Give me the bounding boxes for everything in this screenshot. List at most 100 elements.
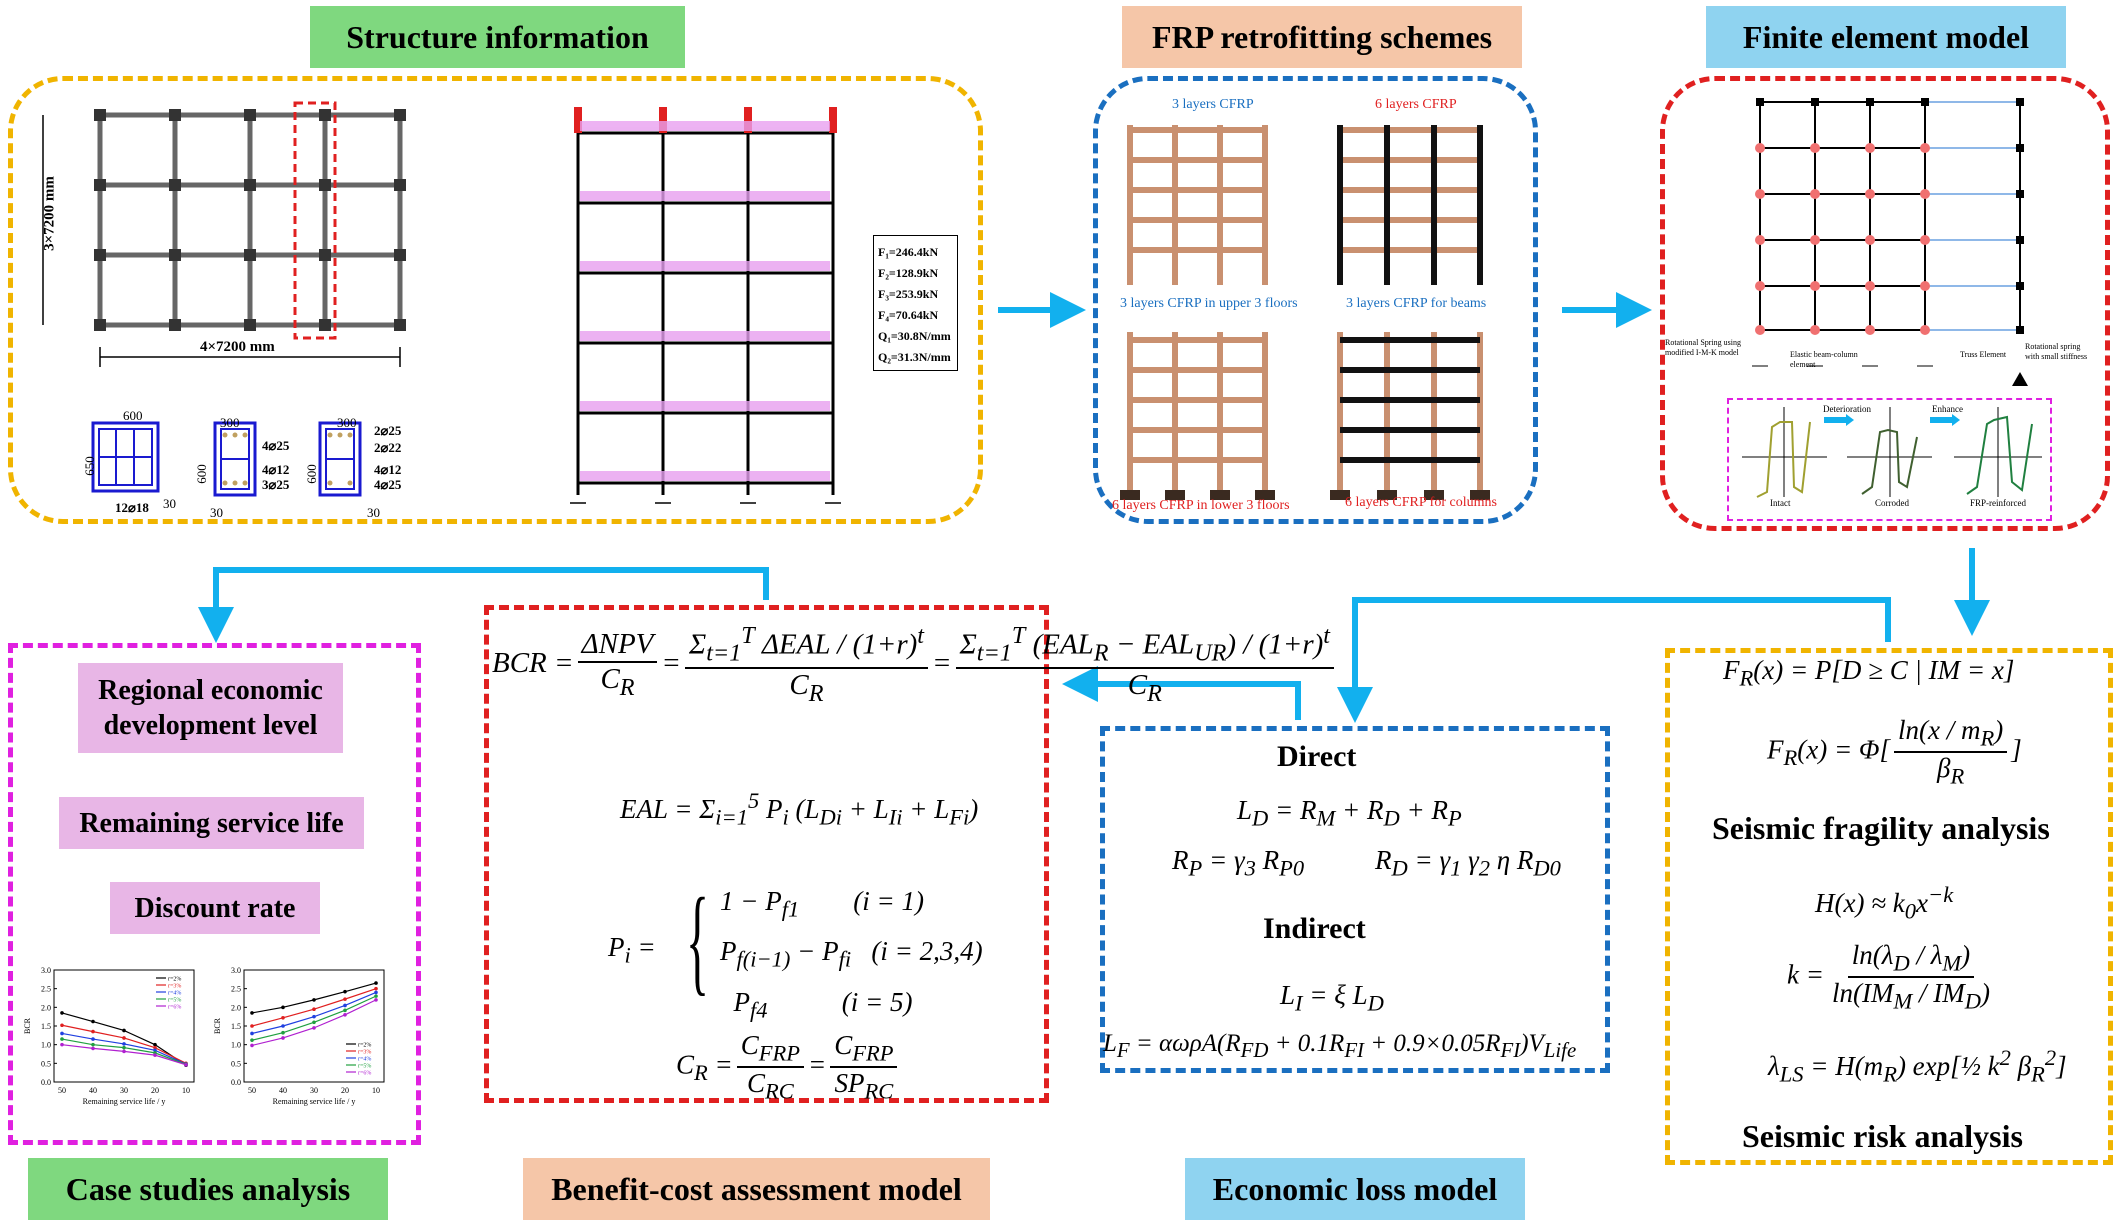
legend-label: r=6% — [358, 1071, 371, 1077]
legend-label: r=3% — [168, 984, 181, 990]
legend-label: r=2% — [358, 1043, 371, 1049]
x-tick-label: 30 — [120, 1086, 128, 1095]
plan-dimension-vertical: 3×7200 mm — [41, 176, 58, 251]
y-tick-label: 2.5 — [231, 985, 241, 994]
data-point — [281, 1036, 285, 1040]
sec3-cover: 30 — [367, 505, 380, 520]
header-case-studies-analysis: Case studies analysis — [28, 1158, 388, 1220]
label-intact: Intact — [1770, 498, 1791, 508]
x-tick-label: 50 — [248, 1086, 256, 1095]
y-tick-label: 3.0 — [41, 966, 51, 975]
k-equation: k =ln(λD / λM)ln(IMM / IMD) — [1787, 940, 1990, 1014]
data-point — [374, 998, 378, 1002]
x-axis-label: Remaining service life / y — [83, 1097, 166, 1106]
data-point — [312, 1026, 316, 1030]
plan-dimension-horizontal: 4×7200 mm — [200, 339, 275, 355]
data-point — [91, 1029, 95, 1034]
pill-discount-rate: Discount rate — [110, 882, 320, 934]
x-tick-label: 30 — [310, 1086, 318, 1095]
data-point — [60, 1011, 64, 1015]
data-point — [281, 1024, 285, 1028]
header-finite-element-model: Finite element model — [1706, 6, 2066, 68]
li-equation: LI = ξ LD — [1280, 980, 1384, 1016]
data-point — [250, 1043, 254, 1048]
y-tick-label: 2.0 — [41, 1003, 51, 1012]
lf-equation: LF = αωρA(RFD + 0.1RFI + 0.9×0.05RFI)VLi… — [1103, 1030, 1577, 1062]
data-point — [312, 1020, 316, 1025]
load-f2: F₂=128.9kN — [878, 266, 939, 280]
legend-label: r=3% — [358, 1050, 371, 1056]
sec3-bar-1: 2⌀22 — [374, 440, 402, 455]
x-tick-label: 50 — [58, 1086, 66, 1095]
frp-scheme-6-layers: 6 layers CFRP — [1375, 97, 1457, 112]
lambda-ls-equation: λLS = H(mR) exp[½ k2 βR2] — [1768, 1045, 2067, 1087]
data-point — [153, 1048, 157, 1053]
frp-panel — [1093, 76, 1538, 524]
data-point — [122, 1042, 126, 1046]
frp-schemes-drawing — [1120, 125, 1490, 500]
x-tick-label: 40 — [279, 1086, 287, 1095]
sec1-bars: 12⌀18 — [115, 500, 149, 515]
y-tick-label: 0.0 — [41, 1078, 51, 1087]
data-point — [122, 1028, 126, 1033]
load-f3: F₃=253.9kN — [878, 287, 939, 301]
data-point — [250, 1031, 254, 1036]
y-tick-label: 2.0 — [231, 1003, 241, 1012]
data-point — [374, 986, 378, 991]
x-tick-label: 40 — [89, 1086, 97, 1095]
data-point — [91, 1019, 95, 1024]
rp-equation: RP = γ3 RP0 — [1172, 845, 1305, 881]
data-point — [60, 1023, 64, 1028]
data-point — [343, 1013, 347, 1017]
risk-title: Seismic risk analysis — [1742, 1118, 2023, 1154]
sec2-bar-1: 4⌀12 — [262, 462, 290, 477]
case-panel — [8, 643, 421, 1145]
data-point — [281, 1005, 285, 1010]
y-axis-label: BCR — [213, 1017, 222, 1034]
frame-elevation-drawing — [570, 107, 841, 504]
bca-panel — [484, 605, 1049, 1103]
y-tick-label: 0.5 — [231, 1059, 241, 1068]
data-point — [281, 1030, 285, 1035]
x-tick-label: 10 — [182, 1086, 190, 1095]
legend-label: r=5% — [358, 1064, 371, 1070]
pill-remaining-service-life: Remaining service life — [59, 797, 364, 849]
data-point — [122, 1036, 126, 1040]
data-point — [312, 1007, 316, 1011]
data-point — [60, 1037, 64, 1041]
eloss-panel — [1100, 726, 1610, 1073]
frp-scheme-beams: 3 layers CFRP for beams — [1346, 296, 1487, 311]
sec2-cover: 30 — [210, 505, 223, 520]
hysteresis-curves — [1742, 407, 2042, 498]
y-tick-label: 1.5 — [41, 1022, 51, 1031]
fem-label-elastic-element: Elastic beam-column element — [1790, 350, 1858, 369]
data-point — [91, 1042, 95, 1047]
ld-equation: LD = RM + RD + RP — [1237, 795, 1462, 831]
header-economic-loss-model: Economic loss model — [1185, 1158, 1525, 1220]
direct-title: Direct — [1277, 740, 1357, 773]
y-tick-label: 0.5 — [41, 1059, 51, 1068]
data-point — [250, 1038, 254, 1042]
data-point — [153, 1053, 157, 1057]
fragility-equation-1: FR(x) = P[D ≥ C | IM = x] — [1723, 655, 2015, 691]
data-point — [343, 997, 347, 1001]
sec3-bar-3: 4⌀25 — [374, 477, 402, 492]
label-enhance: Enhance — [1932, 404, 1963, 414]
sec2-width: 300 — [220, 415, 240, 430]
data-point — [281, 1015, 285, 1020]
data-point — [374, 981, 378, 985]
data-point — [91, 1037, 95, 1041]
hazard-equation: H(x) ≈ k0x−k — [1815, 882, 1954, 924]
x-axis-label: Remaining service life / y — [273, 1097, 356, 1106]
pill-regional-economic: Regional economic development level — [78, 663, 343, 753]
header-frp-retrofitting-schemes: FRP retrofitting schemes — [1122, 6, 1522, 68]
series-line-r=3% — [251, 988, 377, 1027]
arrow-risk-to-eloss — [1337, 597, 1891, 723]
data-point — [184, 1063, 188, 1067]
data-point — [343, 1008, 347, 1013]
fem-label-rotational-spring: Rotational Spring using modified I-M-K m… — [1665, 338, 1741, 357]
